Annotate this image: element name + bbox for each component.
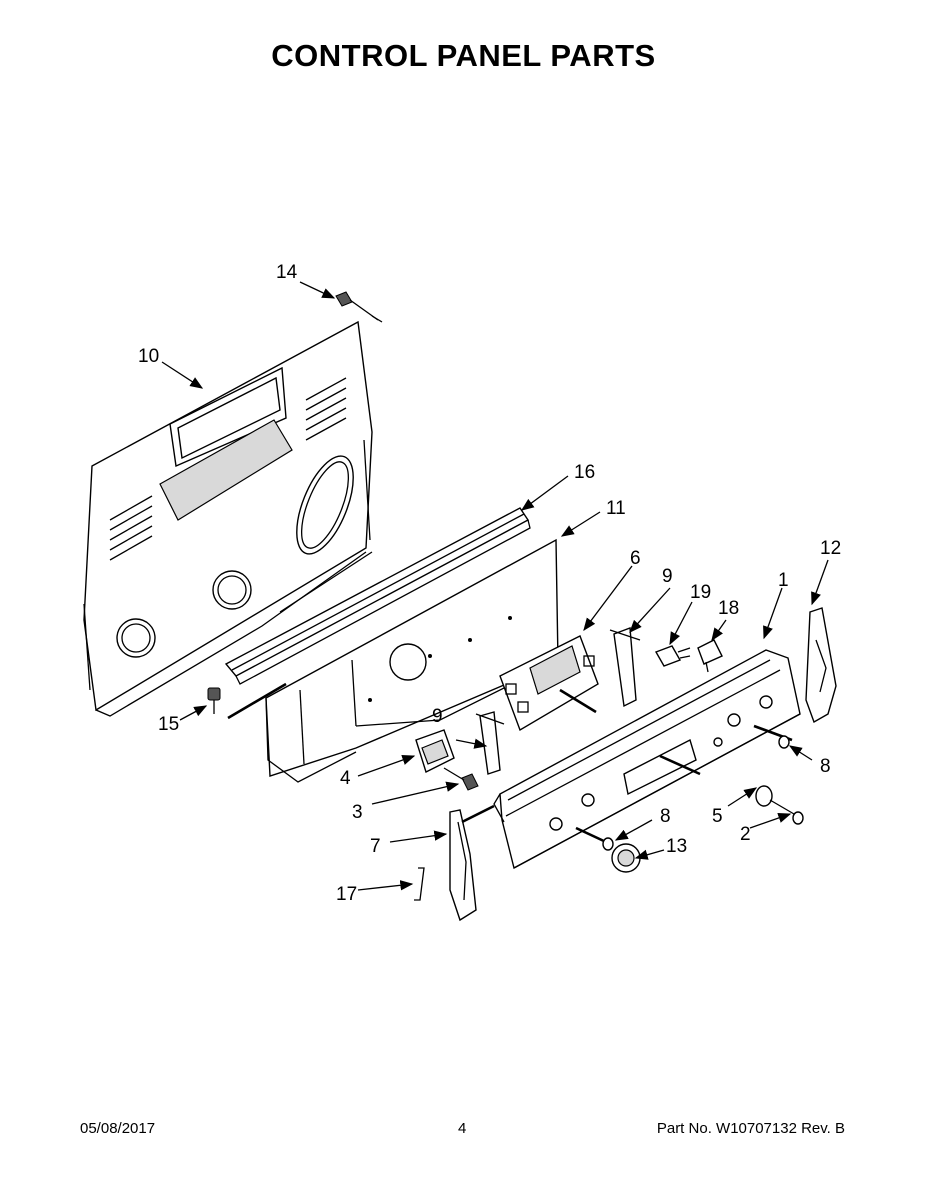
switch-19 xyxy=(654,645,691,667)
callout-16: 16 xyxy=(574,462,595,483)
end-cap-left xyxy=(449,804,495,922)
trim-strip xyxy=(224,507,531,685)
knob-cap-8-left xyxy=(602,837,614,851)
bracket-lower xyxy=(475,711,505,775)
infinite-switch xyxy=(415,729,455,773)
callout-19: 19 xyxy=(690,582,711,603)
callout-2: 2 xyxy=(740,824,751,845)
callout-6: 6 xyxy=(630,548,641,569)
callout-4: 4 xyxy=(340,768,351,789)
callout-labels: 14 10 16 11 6 9 19 18 1 12 9 15 4 3 7 17… xyxy=(138,262,841,905)
callout-10: 10 xyxy=(138,346,159,367)
knob-cap-2 xyxy=(792,811,804,825)
callout-3: 3 xyxy=(352,802,363,823)
bracket-upper xyxy=(609,627,641,708)
callout-8-right: 8 xyxy=(820,756,831,777)
leader-lines xyxy=(161,281,829,891)
front-console-panel xyxy=(493,649,801,870)
callout-18: 18 xyxy=(718,598,739,619)
callout-9-lower: 9 xyxy=(432,706,443,727)
callout-9-upper: 9 xyxy=(662,566,673,587)
callout-13: 13 xyxy=(666,836,687,857)
control-board xyxy=(499,635,599,732)
footer-part-number: Part No. W10707132 Rev. B xyxy=(656,1120,845,1137)
callout-5: 5 xyxy=(712,806,723,827)
callout-15: 15 xyxy=(158,714,179,735)
page-title: CONTROL PANEL PARTS xyxy=(271,38,656,73)
callout-11: 11 xyxy=(606,498,626,519)
footer-page-number: 4 xyxy=(458,1120,467,1137)
switch-18 xyxy=(697,639,723,673)
callout-17: 17 xyxy=(336,884,357,905)
console-bracket xyxy=(265,538,559,783)
switch-knob-shaft xyxy=(443,767,479,791)
rear-shield-panel xyxy=(83,320,373,717)
knob-13 xyxy=(611,843,641,873)
clip-17 xyxy=(414,867,425,901)
knob-cap-8-right xyxy=(778,735,790,749)
callout-14: 14 xyxy=(276,262,298,283)
callout-7: 7 xyxy=(370,836,381,857)
screw-bottom xyxy=(207,682,287,720)
knob-5 xyxy=(755,785,795,815)
callout-12: 12 xyxy=(820,538,841,559)
footer-date: 05/08/2017 xyxy=(80,1120,156,1137)
callout-1: 1 xyxy=(778,570,789,591)
end-cap-right xyxy=(805,607,837,724)
callout-8-left: 8 xyxy=(660,806,671,827)
screw-top xyxy=(335,291,383,323)
